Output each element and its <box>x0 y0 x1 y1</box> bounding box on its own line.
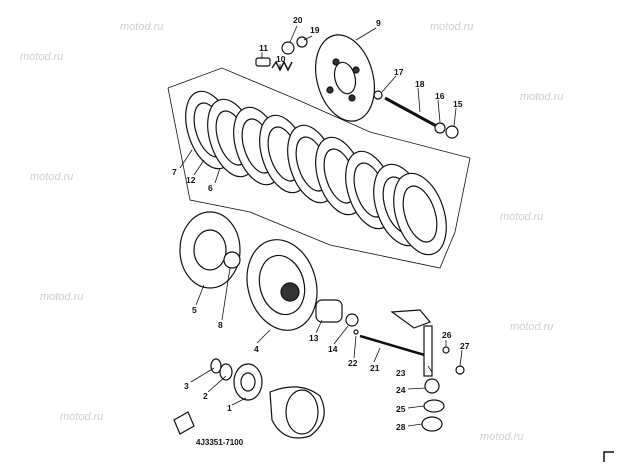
watermark: motod.ru <box>20 51 63 63</box>
primary-drive-gear <box>210 358 325 439</box>
callout-23: 23 <box>396 368 406 378</box>
callout-6: 6 <box>208 183 213 193</box>
watermark: motod.ru <box>30 171 73 183</box>
watermark: motod.ru <box>40 291 83 303</box>
callout-20: 20 <box>293 15 303 25</box>
push-rod-assembly <box>255 36 459 139</box>
callout-13: 13 <box>309 333 319 343</box>
callout-10: 10 <box>276 54 286 64</box>
clutch-boss-collar <box>315 299 359 335</box>
callout-18: 18 <box>415 79 425 89</box>
pressure-plate <box>315 34 375 122</box>
callout-1: 1 <box>227 403 232 413</box>
part-code: 4J3351-7100 <box>196 438 244 447</box>
push-lever-assembly <box>359 309 465 432</box>
watermark-layer: motod.ru motod.ru motod.ru motod.ru moto… <box>20 21 563 443</box>
watermark: motod.ru <box>430 21 473 33</box>
callout-7: 7 <box>172 167 177 177</box>
callout-27: 27 <box>460 341 470 351</box>
arrow-tag-icon <box>173 411 195 435</box>
callout-25: 25 <box>396 404 406 414</box>
watermark: motod.ru <box>500 211 543 223</box>
callout-26: 26 <box>442 330 452 340</box>
callout-2: 2 <box>203 391 208 401</box>
callout-22: 22 <box>348 358 358 368</box>
clutch-plate-stack <box>185 90 447 256</box>
callout-24: 24 <box>396 385 406 395</box>
callout-9: 9 <box>376 18 381 28</box>
callout-4: 4 <box>254 344 259 354</box>
clutch-housing <box>179 211 318 331</box>
callout-15: 15 <box>453 99 463 109</box>
callout-8: 8 <box>218 320 223 330</box>
watermark: motod.ru <box>120 21 163 33</box>
watermark: motod.ru <box>60 411 103 423</box>
callout-11: 11 <box>259 43 268 53</box>
callout-12: 12 <box>186 175 196 185</box>
callout-17: 17 <box>394 67 404 77</box>
leader-lines <box>179 25 463 427</box>
corner-bracket <box>603 451 614 462</box>
callout-labels: 20 19 9 11 10 17 18 16 15 7 12 6 5 8 4 1… <box>172 15 470 432</box>
callout-14: 14 <box>328 344 338 354</box>
callout-16: 16 <box>435 91 445 101</box>
watermark: motod.ru <box>520 91 563 103</box>
callout-3: 3 <box>184 381 189 391</box>
watermark: motod.ru <box>510 321 553 333</box>
callout-5: 5 <box>192 305 197 315</box>
callout-28: 28 <box>396 422 406 432</box>
plate-group-outline <box>167 67 471 269</box>
callout-21: 21 <box>370 363 380 373</box>
callout-19: 19 <box>310 25 320 35</box>
watermark: motod.ru <box>480 431 523 443</box>
